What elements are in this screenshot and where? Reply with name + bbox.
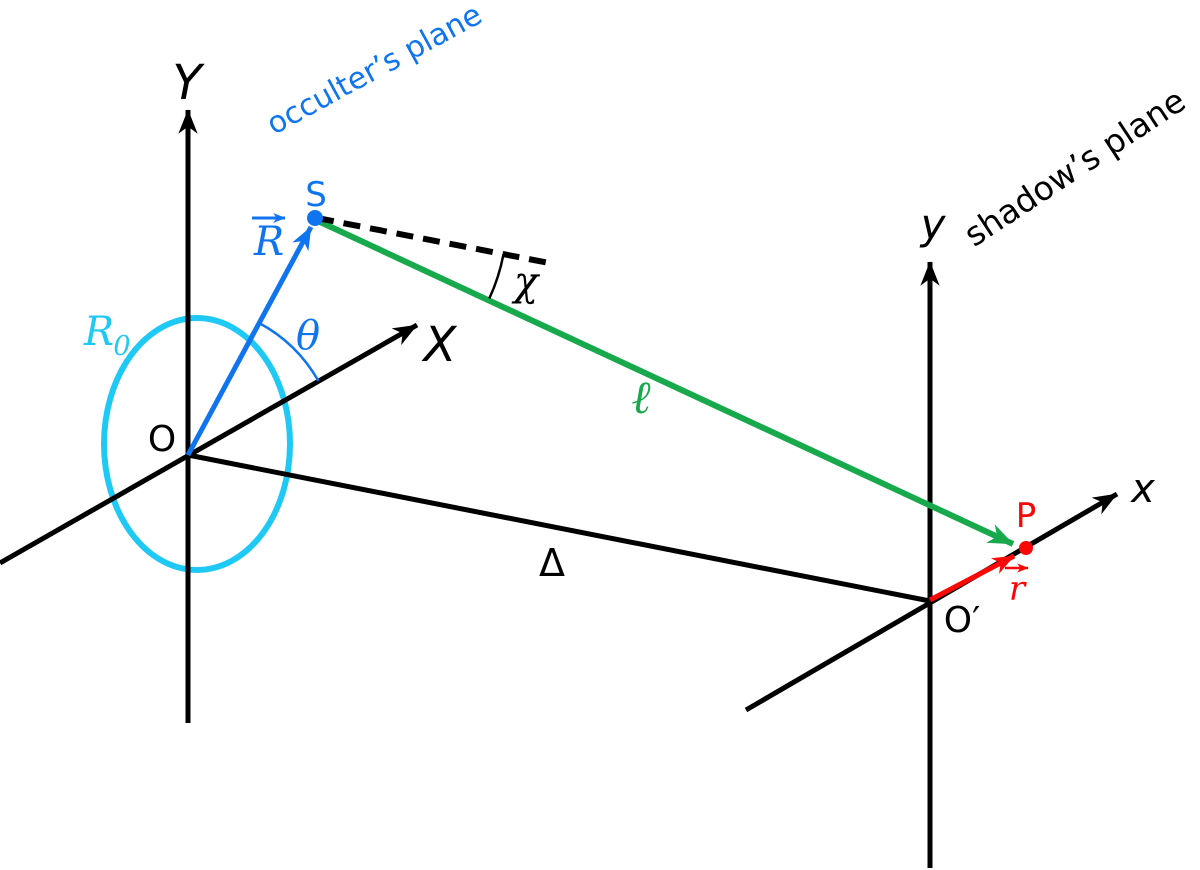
origin-left-label: O: [148, 419, 176, 460]
r-vector-label: r: [1009, 569, 1027, 609]
occulter-disk-outline: [101, 315, 293, 573]
shadow-plane-title: shadow’s plane: [957, 81, 1192, 255]
R-vector-label: R: [253, 219, 284, 265]
origin-right-label: O′: [944, 600, 981, 641]
occulter-radius-subscript: 0: [113, 331, 130, 362]
light-path-line: [316, 218, 1015, 547]
y-axis-left-label: Y: [172, 55, 205, 111]
occulter-plane-title: occulter’s plane: [261, 0, 488, 142]
source-point-dot: [307, 210, 323, 226]
chi-angle-label: χ: [511, 259, 541, 305]
theta-angle-arc: [257, 321, 320, 382]
separation-label: Δ: [539, 541, 565, 585]
separation-line: [187, 452, 931, 604]
x-axis-right-label: x: [1129, 466, 1155, 512]
R-vector-line: [185, 225, 314, 457]
x-axis-left-label: X: [421, 317, 458, 373]
r-vector-line: [928, 553, 1016, 603]
theta-angle-label: θ: [296, 313, 320, 359]
shadow-point-dot: [1019, 541, 1033, 555]
occulter-radius-label: R: [83, 309, 114, 355]
parallel-reference-dashed-line: [316, 215, 550, 266]
shadow-point-label: P: [1016, 496, 1037, 536]
y-axis-right-label: y: [919, 200, 947, 249]
x-axis-left-line: [0, 322, 419, 566]
path-length-label: ℓ: [631, 370, 651, 424]
source-point-label: S: [305, 175, 327, 215]
chi-angle-arc: [488, 254, 505, 300]
